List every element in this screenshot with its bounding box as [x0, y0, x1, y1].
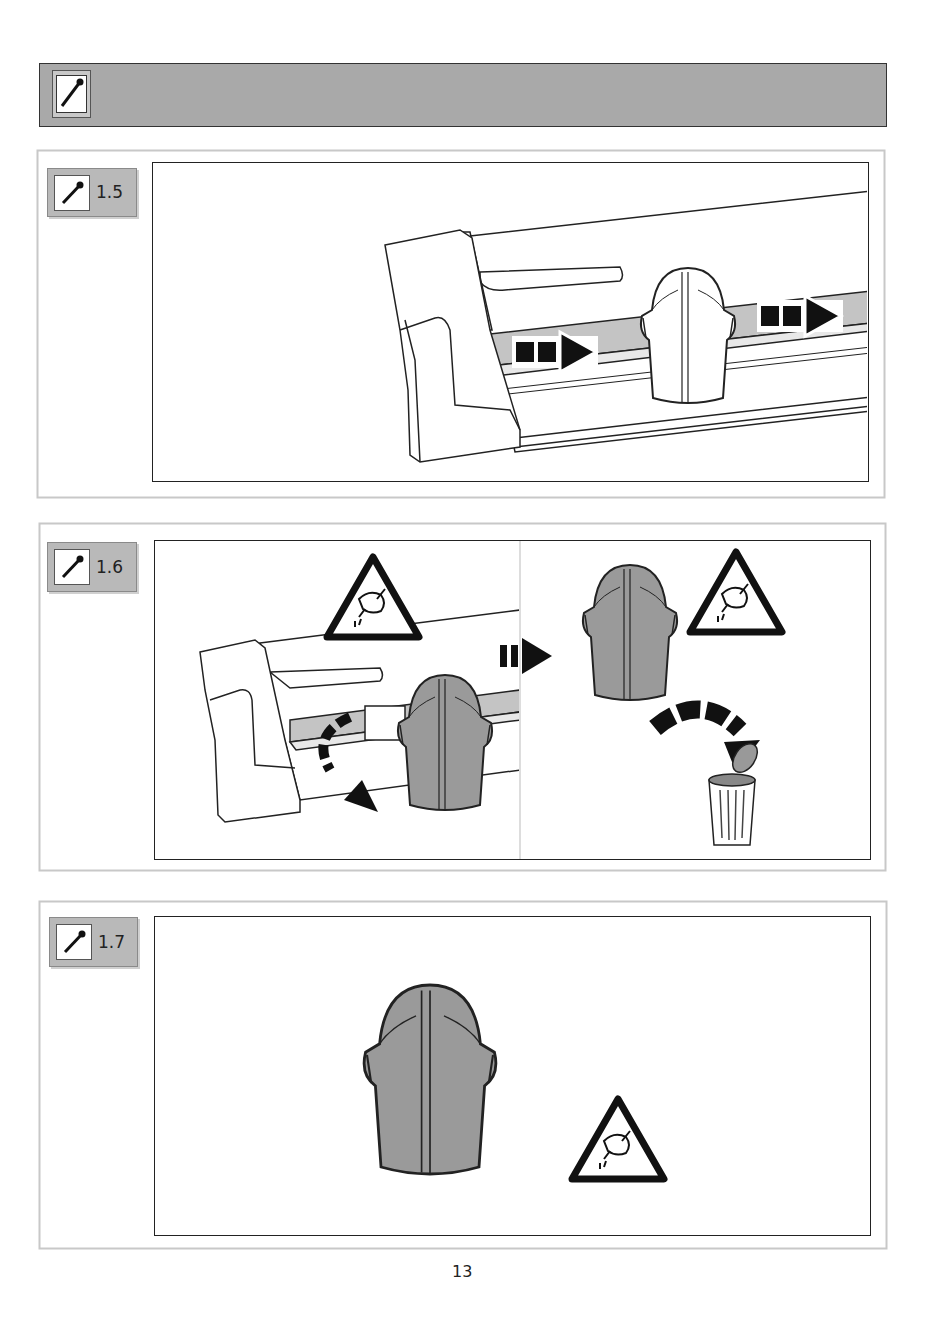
icon-box	[54, 549, 90, 585]
page-number: 13	[452, 1262, 472, 1281]
step-number: 1.7	[98, 918, 125, 966]
wrench-icon	[57, 925, 91, 959]
step-number: 1.6	[96, 543, 123, 591]
step-badge: 1.6	[47, 542, 137, 592]
step-badge: 1.7	[49, 917, 138, 967]
icon-box	[54, 175, 90, 211]
wrench-icon	[55, 176, 89, 210]
icon-box	[56, 924, 92, 960]
wrench-icon	[55, 550, 89, 584]
step-badge: 1.5	[47, 168, 137, 217]
step-number: 1.5	[96, 169, 123, 216]
